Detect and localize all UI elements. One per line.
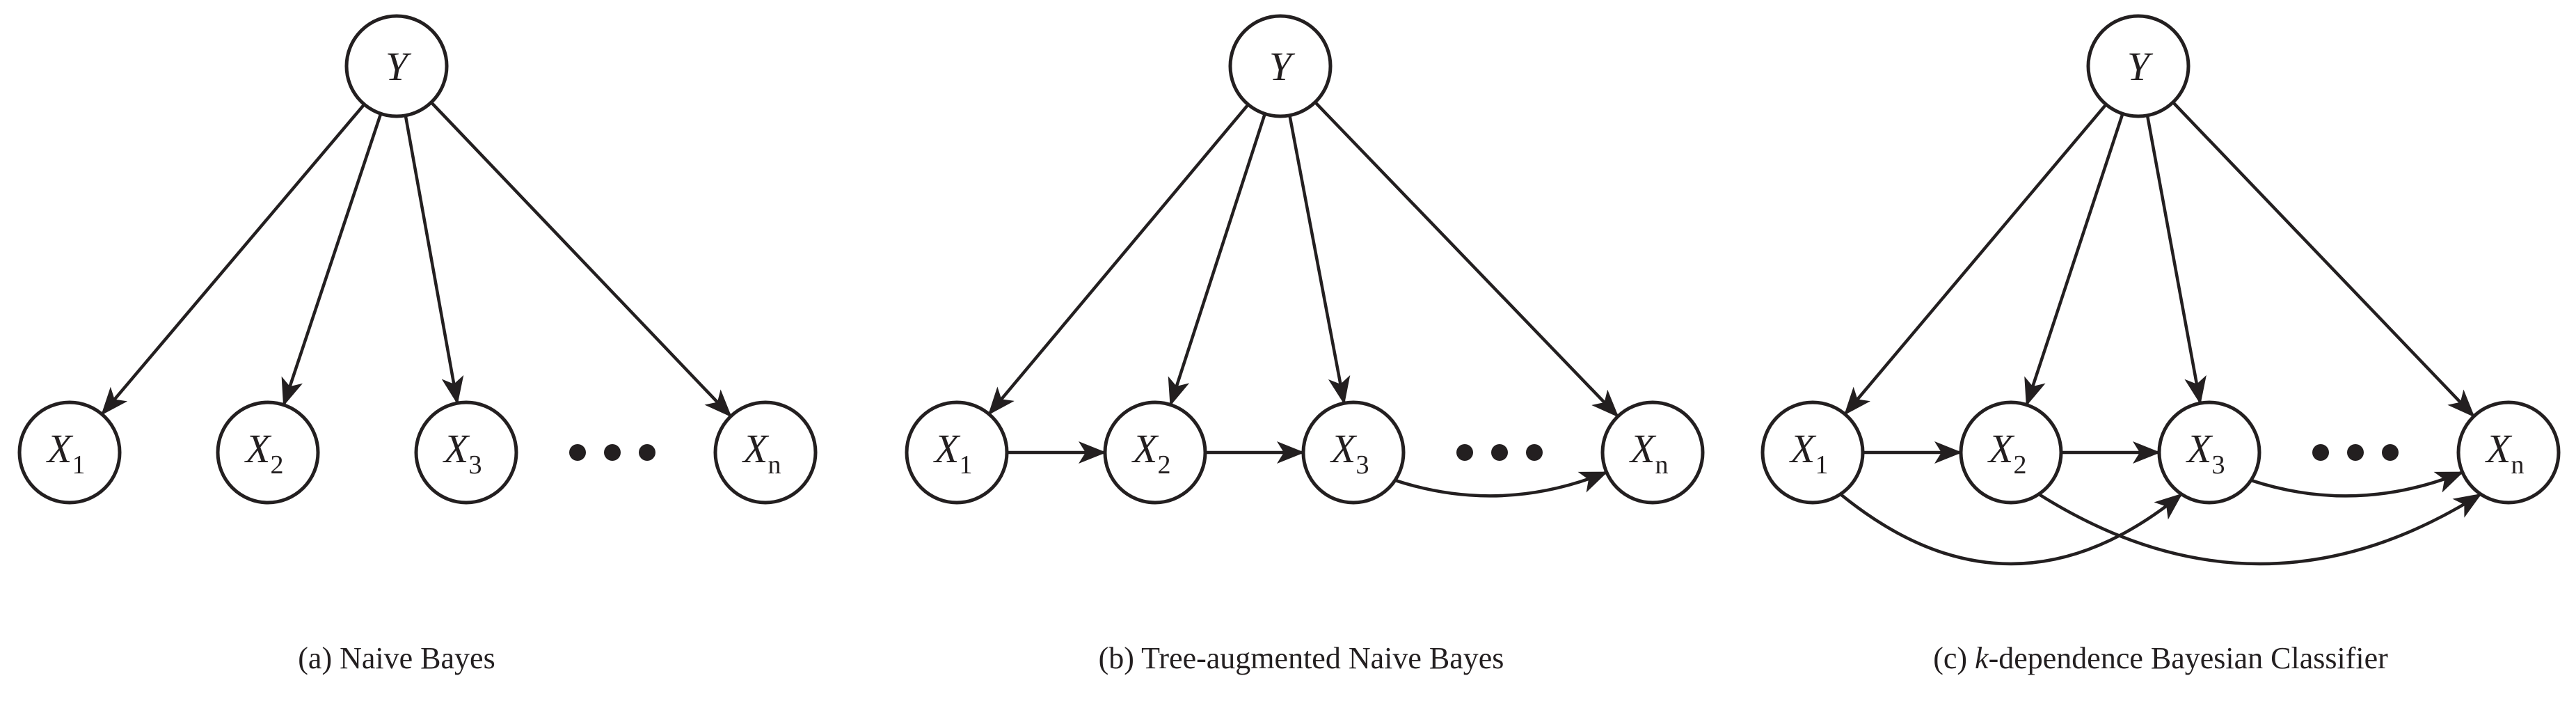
svg-text:X2: X2 [244, 426, 283, 480]
node-y: Y [2086, 14, 2191, 118]
svg-text:X1: X1 [933, 426, 972, 480]
node-xn-letter: X [2485, 426, 2513, 471]
svg-text:Xn: Xn [1629, 426, 1668, 480]
ellipsis-dot [1526, 444, 1543, 461]
edge-y-to-x3 [1288, 115, 1351, 405]
node-x3-letter: X [1330, 426, 1358, 471]
node-xn: Xn [2456, 400, 2561, 505]
node-xn: Xn [713, 400, 818, 505]
ellipsis-dot [569, 444, 586, 461]
node-x2: X2 [216, 400, 320, 505]
node-x2-letter: X [244, 426, 272, 471]
edge-y-to-x1 [987, 103, 1250, 416]
edge-y-to-x1 [100, 103, 366, 416]
svg-text:Xn: Xn [742, 426, 781, 480]
edge-y-to-xn [1314, 101, 1619, 418]
node-y: Y [344, 14, 449, 118]
svg-text:X3: X3 [2186, 426, 2225, 480]
ellipsis-icon [2312, 444, 2399, 461]
node-x2-letter: X [1987, 426, 2015, 471]
ellipsis-dot [639, 444, 655, 461]
edge-y-to-x2 [2024, 113, 2124, 407]
node-x1-letter: X [1789, 426, 1817, 471]
svg-text:X2: X2 [1987, 426, 2026, 480]
node-x1: X1 [1760, 400, 1865, 505]
node-y-label: Y [385, 44, 412, 89]
edge-x2-to-xn [2037, 493, 2482, 566]
ellipsis-dot [2312, 444, 2329, 461]
node-x3-letter: X [2186, 426, 2213, 471]
node-x3: X3 [1301, 400, 1406, 505]
edge-y-to-xn [2172, 101, 2475, 418]
ellipsis-icon [569, 444, 655, 461]
svg-text:X2: X2 [1131, 426, 1170, 480]
edge-y-to-x1 [1843, 103, 2108, 416]
svg-text:Xn: Xn [2485, 426, 2524, 480]
edge-y-to-x2 [1168, 113, 1266, 407]
edge-y-to-x2 [281, 113, 383, 407]
svg-text:X3: X3 [443, 426, 482, 480]
edge-y-to-x3 [404, 115, 464, 405]
node-x3-subscript: 3 [2211, 450, 2225, 480]
node-x2: X2 [1959, 400, 2063, 505]
node-x3: X3 [2157, 400, 2261, 505]
node-x3: X3 [414, 400, 518, 505]
node-y-circle [1228, 14, 1333, 118]
node-x1: X1 [905, 400, 1009, 505]
panel-naive-bayes: Y X1 X2 X3 Xn (a) Naive Bayes [17, 14, 818, 675]
caption-c: (c) k-dependence Bayesian Classifier [1933, 641, 2388, 675]
caption-b: (b) Tree-augmented Naive Bayes [1099, 641, 1504, 675]
ellipsis-dot [2382, 444, 2399, 461]
edge-y-to-x3 [2145, 115, 2207, 405]
node-x2: X2 [1103, 400, 1207, 505]
ellipsis-dot [1491, 444, 1508, 461]
node-x3-subscript: 3 [1355, 450, 1369, 480]
node-x1-letter: X [933, 426, 961, 471]
node-y-circle [2086, 14, 2191, 118]
node-xn-subscript: n [1655, 450, 1668, 480]
node-x3-letter: X [443, 426, 470, 471]
node-x2-subscript: 2 [270, 450, 283, 480]
node-x1-subscript: 1 [72, 450, 85, 480]
edge-x1-to-x3 [1839, 493, 2183, 566]
ellipsis-dot [604, 444, 621, 461]
node-x2-letter: X [1131, 426, 1159, 471]
node-y-circle [344, 14, 449, 118]
svg-text:X3: X3 [1330, 426, 1369, 480]
node-xn: Xn [1600, 400, 1705, 505]
node-x2-subscript: 2 [1157, 450, 1170, 480]
panel-tree-augmented-naive-bayes: Y X1 X2 X3 Xn (b) Tree-augmented Naive B… [905, 14, 1705, 675]
node-y-label: Y [1269, 44, 1296, 89]
ellipsis-dot [2347, 444, 2364, 461]
node-y: Y [1228, 14, 1333, 118]
node-xn-subscript: n [768, 450, 781, 480]
node-x1: X1 [17, 400, 122, 505]
svg-text:X1: X1 [1789, 426, 1828, 480]
edge-y-to-xn [430, 101, 732, 418]
node-x1-subscript: 1 [1815, 450, 1828, 480]
caption-a: (a) Naive Bayes [298, 641, 495, 675]
edge-x3-to-xn [2250, 471, 2464, 498]
ellipsis-dot [1456, 444, 1473, 461]
node-xn-letter: X [1629, 426, 1657, 471]
node-xn-letter: X [742, 426, 770, 471]
panel-k-dependence-bayesian-classifier: Y X1 X2 X3 Xn (c) k-dependence Bayesian … [1760, 14, 2561, 675]
node-x3-subscript: 3 [468, 450, 482, 480]
node-x2-subscript: 2 [2013, 450, 2026, 480]
node-x1-subscript: 1 [959, 450, 972, 480]
node-x1-letter: X [46, 426, 74, 471]
edge-x3-to-xn [1394, 471, 1608, 498]
ellipsis-icon [1456, 444, 1543, 461]
node-y-label: Y [2127, 44, 2154, 89]
svg-text:X1: X1 [46, 426, 85, 480]
node-xn-subscript: n [2511, 450, 2524, 480]
